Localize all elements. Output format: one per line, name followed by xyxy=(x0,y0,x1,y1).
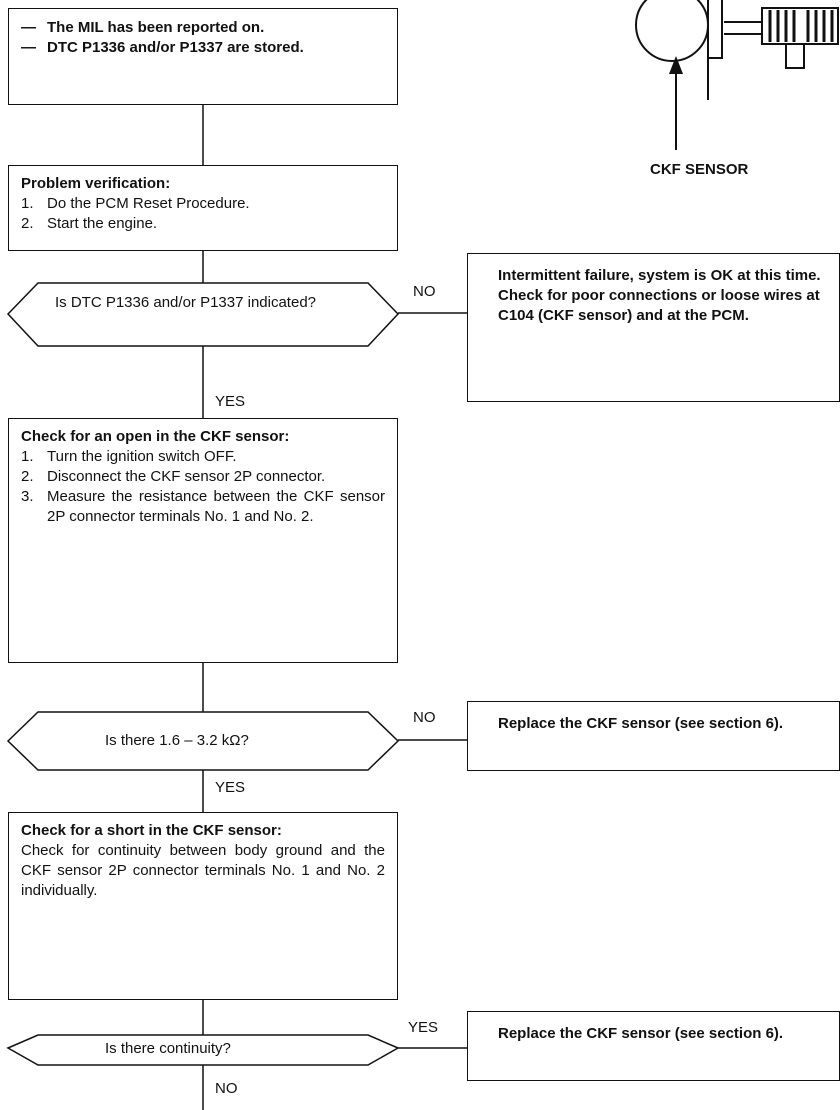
start-box: —The MIL has been reported on. —DTC P133… xyxy=(8,8,398,105)
step-item: 3.Measure the resistance between the CKF… xyxy=(21,488,385,525)
box-title: Problem verification: xyxy=(21,175,171,192)
box-title: Check for a short in the CKF sensor: xyxy=(21,822,282,839)
box-title: Check for an open in the CKF sensor: xyxy=(21,428,290,445)
replace-sensor-box: Replace the CKF sensor (see section 6). xyxy=(467,1011,840,1081)
start-bullet: —The MIL has been reported on. xyxy=(21,19,265,36)
intermittent-result-box: Intermittent failure, system is OK at th… xyxy=(467,253,840,402)
step-item: 2.Disconnect the CKF sensor 2P connector… xyxy=(21,468,326,485)
step-item: 2.Start the engine. xyxy=(21,215,158,232)
yes-label: YES xyxy=(408,1019,439,1036)
no-label: NO xyxy=(413,283,436,300)
problem-verification-box: Problem verification: 1.Do the PCM Reset… xyxy=(8,165,398,251)
pointer-arrow-icon xyxy=(669,56,683,74)
start-bullet: —DTC P1336 and/or P1337 are stored. xyxy=(21,39,304,56)
decision-question: Is there continuity? xyxy=(105,1040,231,1057)
decision-shape xyxy=(6,282,400,347)
decision-shape xyxy=(6,1034,400,1066)
open-check-box: Check for an open in the CKF sensor: 1.T… xyxy=(8,418,398,663)
decision-question: Is there 1.6 – 3.2 kΩ? xyxy=(105,732,249,749)
no-label: NO xyxy=(413,709,436,726)
no-label: NO xyxy=(215,1080,238,1097)
yes-label: YES xyxy=(215,779,246,796)
ckf-sensor-label: CKF SENSOR xyxy=(650,161,749,178)
box-body: Check for continuity between body ground… xyxy=(21,842,385,899)
ckf-sensor-illustration xyxy=(635,0,839,150)
replace-sensor-box: Replace the CKF sensor (see section 6). xyxy=(467,701,840,771)
step-item: 1.Turn the ignition switch OFF. xyxy=(21,448,237,465)
step-item: 1.Do the PCM Reset Procedure. xyxy=(21,195,250,212)
decision-question: Is DTC P1336 and/or P1337 indicated? xyxy=(55,294,316,311)
yes-label: YES xyxy=(215,393,246,410)
decision-shape xyxy=(6,711,400,771)
short-check-box: Check for a short in the CKF sensor: Che… xyxy=(8,812,398,1000)
